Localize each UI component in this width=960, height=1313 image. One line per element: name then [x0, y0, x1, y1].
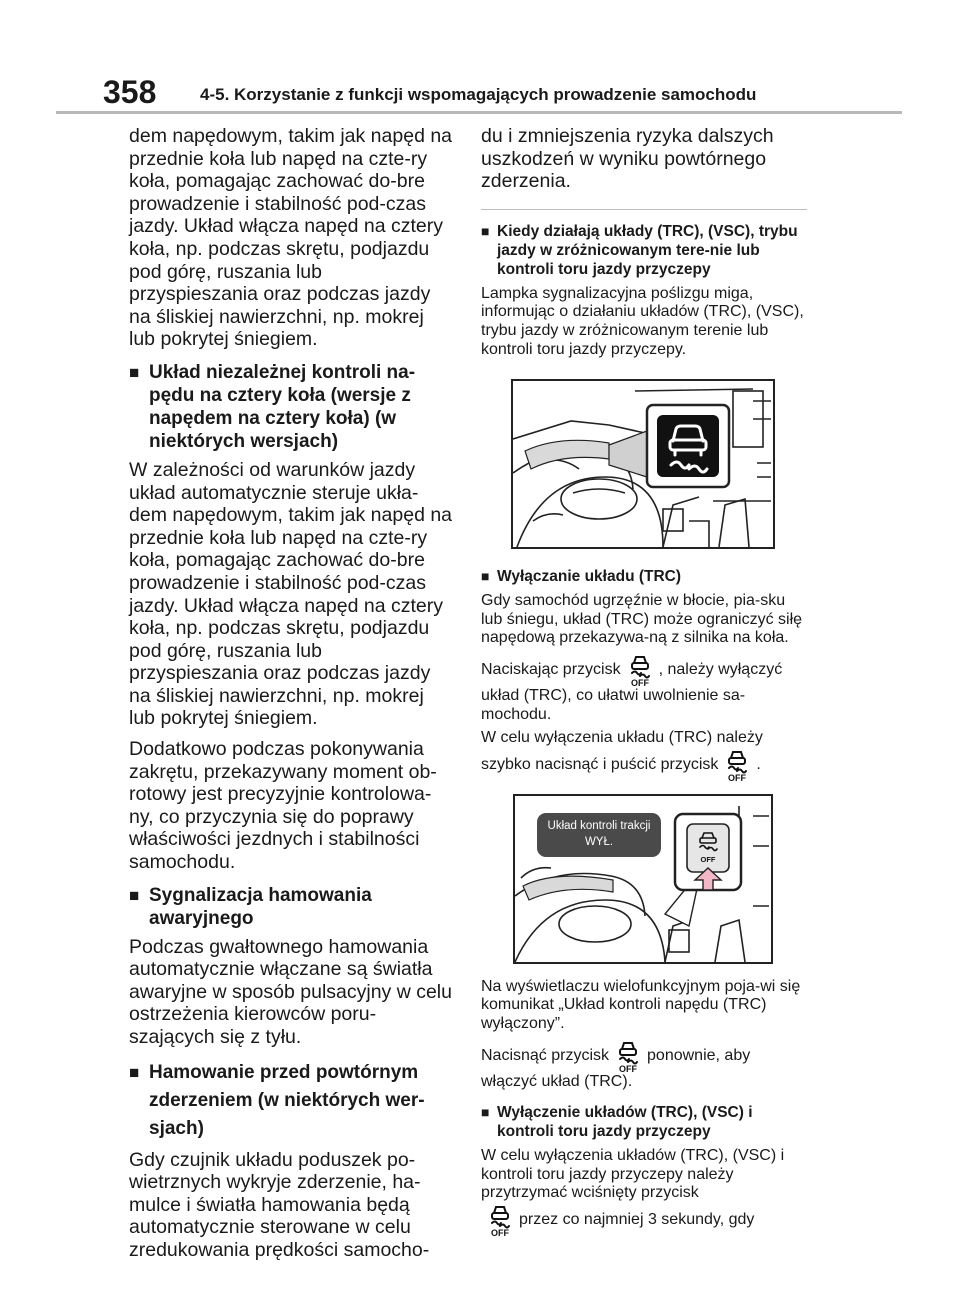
section-heading-text: Wyłączanie układu (TRC) — [497, 568, 682, 586]
left-paragraph-5: Gdy czujnik układu poduszek po-wietrznyc… — [129, 1148, 430, 1261]
off-label: OFF — [701, 855, 716, 864]
page-header: 358 4-5. Korzystanie z funkcji wspomagaj… — [0, 0, 960, 114]
inline-text: Naciskając przycisk — [481, 661, 621, 679]
section-heading-text: Hamowanie przed powtórnym zderzeniem (w … — [149, 1061, 425, 1139]
section-heading-secondary-collision: ■ Hamowanie przed powtórnym zderzeniem (… — [129, 1059, 453, 1143]
inline-text: , należy wyłączyć układ (TRC), co ułatwi… — [481, 661, 783, 723]
section-heading-trc-off: ■ Wyłączanie układu (TRC) — [481, 567, 807, 586]
left-paragraph-1: dem napędowym, takim jak napęd na przedn… — [129, 125, 453, 351]
square-bullet-icon: ■ — [481, 222, 490, 239]
right-paragraph-1: du i zmniejszenia ryzyka dalszych uszkod… — [481, 125, 774, 193]
off-label: OFF — [619, 1064, 637, 1073]
button-press-illustration: OFF — [515, 805, 769, 962]
right-column: du i zmniejszenia ryzyka dalszych uszkod… — [481, 125, 807, 1237]
section-heading-text: Wyłączenie układów (TRC), (VSC) i kontro… — [497, 1104, 753, 1141]
vsc-off-button-icon: OFF — [722, 748, 752, 782]
square-bullet-icon: ■ — [481, 568, 490, 585]
page-number: 358 — [103, 74, 157, 110]
vsc-off-button-icon: OFF — [485, 1203, 515, 1237]
section-heading-text: Kiedy działają układy (TRC), (VSC), tryb… — [497, 222, 798, 278]
off-label: OFF — [491, 1228, 509, 1237]
right-paragraph-9: OFF przez co najmniej 3 sekundy, gdy — [481, 1203, 807, 1237]
right-paragraph-3: Gdy samochód ugrzęźnie w błocie, pia-sku… — [481, 592, 803, 647]
square-bullet-icon: ■ — [129, 885, 140, 905]
display-message-line-2: WYŁ. — [584, 835, 614, 848]
inline-text: . — [756, 755, 761, 773]
display-message-line-1: Układ kontroli trakcji — [547, 819, 651, 832]
inline-text: przez co najmniej 3 sekundy, gdy — [519, 1211, 755, 1229]
section-heading-text: Sygnalizacja hamowania awaryjnego — [149, 884, 372, 929]
right-paragraph-2: Lampka sygnalizacyjna poślizgu miga, inf… — [481, 284, 804, 358]
dashboard-illustration — [513, 388, 771, 548]
square-bullet-icon: ■ — [129, 1062, 140, 1082]
square-bullet-icon: ■ — [481, 1104, 490, 1121]
inline-text: Nacisnąć przycisk — [481, 1046, 610, 1064]
slip-indicator-figure — [511, 379, 775, 550]
section-heading-trc-vsc-off: ■ Wyłączenie układów (TRC), (VSC) i kont… — [481, 1103, 807, 1141]
section-heading-text: Układ niezależnej kontroli na-pędu na cz… — [149, 361, 416, 452]
section-divider — [481, 208, 807, 210]
section-heading-emergency-braking: ■ Sygnalizacja hamowania awaryjnego — [129, 884, 453, 930]
right-paragraph-5: W celu wyłączenia układu (TRC) należy sz… — [481, 729, 807, 782]
off-label: OFF — [631, 678, 649, 687]
multi-info-display-message: Układ kontroli trakcji WYŁ. — [537, 812, 661, 857]
left-column: dem napędowym, takim jak napęd na przedn… — [129, 125, 453, 1262]
left-paragraph-4: Podczas gwałtownego hamowania automatycz… — [129, 935, 452, 1048]
section-heading-awd: ■ Układ niezależnej kontroli na-pędu na … — [129, 361, 453, 453]
chapter-title: 4-5. Korzystanie z funkcji wspomagającyc… — [200, 85, 757, 104]
vsc-off-button-icon: OFF — [625, 653, 655, 687]
off-label: OFF — [728, 773, 746, 782]
inline-text: W celu wyłączenia układu (TRC) należy sz… — [481, 729, 763, 773]
left-paragraph-2: W zależności od warunków jazdy układ aut… — [129, 458, 453, 730]
section-heading-when-systems-operate: ■ Kiedy działają układy (TRC), (VSC), tr… — [481, 222, 807, 279]
header-rule — [56, 111, 902, 114]
right-paragraph-8: W celu wyłączenia układów (TRC), (VSC) i… — [481, 1147, 785, 1202]
right-paragraph-6: Na wyświetlaczu wielofunkcyjnym poja-wi … — [481, 977, 801, 1032]
left-paragraph-3: Dodatkowo podczas pokonywania zakrętu, p… — [129, 738, 437, 874]
trc-off-button-figure: OFF Układ kontroli trakcji WYŁ. — [513, 793, 773, 964]
vsc-off-button-icon: OFF — [613, 1039, 643, 1073]
inline-text: ponownie, aby włączyć układ (TRC). — [481, 1046, 751, 1090]
square-bullet-icon: ■ — [129, 362, 140, 382]
